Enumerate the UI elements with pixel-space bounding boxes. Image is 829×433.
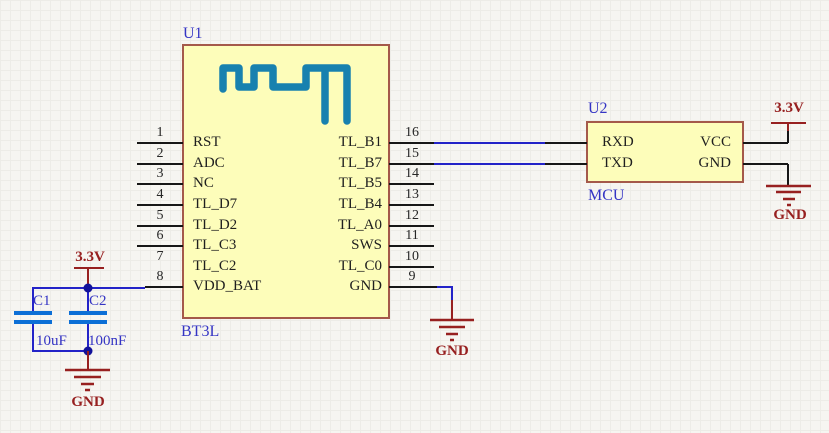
gnd-label-caps: GND (71, 394, 105, 410)
pin-number: 5 (156, 208, 164, 223)
pin-number: 12 (405, 208, 419, 223)
wire-u1-gnd[interactable] (437, 286, 453, 301)
pin-number: 4 (156, 187, 164, 202)
pin-number: 16 (405, 125, 419, 140)
c1-designator: C1 (33, 293, 51, 309)
pin-number: 9 (408, 269, 416, 284)
pin-name: TL_B5 (338, 175, 382, 191)
power-rail-symbol-caps[interactable] (74, 267, 104, 286)
power-label-3v3-caps: 3.3V (75, 249, 105, 265)
u1-left-pin-stubs[interactable] (137, 142, 183, 288)
pin-name: NC (193, 175, 214, 191)
u2-designator: U2 (588, 100, 608, 117)
gnd-label-mcu: GND (773, 207, 807, 223)
u2-comment: MCU (588, 187, 625, 204)
power-label-3v3-mcu: 3.3V (774, 100, 804, 116)
pin-number: 8 (156, 269, 164, 284)
pin-number: 2 (156, 146, 164, 161)
gnd-label-u1: GND (435, 343, 469, 359)
pin-name: RXD (602, 134, 634, 150)
pin-name: GND (349, 278, 383, 294)
pin-name: TL_D2 (193, 217, 238, 233)
pin-name: TL_D7 (193, 196, 238, 212)
pin-number: 6 (156, 228, 164, 243)
gnd-symbol-u1[interactable] (430, 318, 474, 342)
pin-name: SWS (351, 237, 382, 253)
pin-number: 1 (156, 125, 164, 140)
junction-dot-top (83, 283, 93, 293)
pin-name: TL_B4 (338, 196, 382, 212)
pin-number: 14 (405, 166, 419, 181)
pin-name: TXD (602, 155, 633, 171)
pin-name: TL_C0 (338, 258, 382, 274)
gnd-symbol-caps[interactable] (65, 368, 110, 392)
pin-name: VCC (700, 134, 731, 150)
pin-name: TL_B7 (338, 155, 382, 171)
pin-number: 13 (405, 187, 419, 202)
pin-name: TL_C3 (193, 237, 237, 253)
power-rail-symbol-mcu[interactable] (771, 122, 806, 131)
u1-designator: U1 (183, 25, 203, 42)
pin-number: 15 (405, 146, 419, 161)
pin-number: 3 (156, 166, 164, 181)
u2-pin-stubs[interactable] (545, 142, 788, 165)
c2-value: 100nF (88, 333, 127, 349)
u1-comment: BT3L (181, 323, 220, 340)
pin-number: 11 (405, 228, 419, 243)
pin-number: 7 (156, 249, 164, 264)
pin-name: ADC (193, 155, 225, 171)
u2-body[interactable] (586, 121, 744, 183)
pin-name: TL_C2 (193, 258, 237, 274)
pin-number: 10 (405, 249, 419, 264)
square-wave-logo-icon (219, 64, 351, 125)
c2-capacitor-symbol[interactable] (69, 311, 107, 324)
pin-name: TL_A0 (337, 217, 382, 233)
u1-right-pin-stubs[interactable] (389, 142, 437, 288)
gnd-symbol-mcu[interactable] (766, 184, 811, 207)
c1-value: 10uF (36, 333, 67, 349)
pin-name: VDD_BAT (193, 278, 262, 294)
wire-vdd-rail[interactable] (32, 287, 145, 352)
pin-name: RST (193, 134, 221, 150)
c2-designator: C2 (89, 293, 107, 309)
pin-name: GND (698, 155, 732, 171)
c1-capacitor-symbol[interactable] (14, 311, 52, 324)
pin-name: TL_B1 (338, 134, 382, 150)
